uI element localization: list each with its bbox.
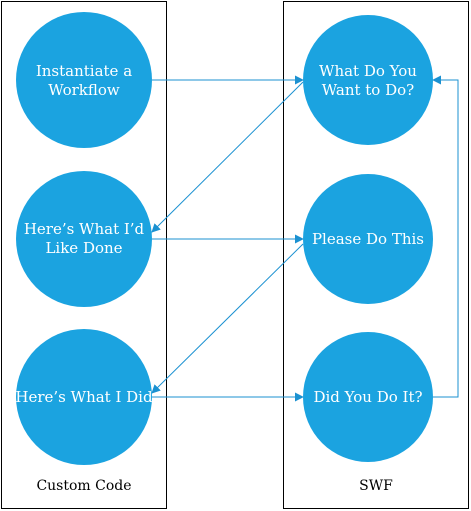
node-circle [303, 15, 433, 145]
node-label-line: Like Done [45, 239, 122, 257]
arrow-please-do-this-to-heres-what-i-did [151, 243, 304, 394]
node-did-you-do-it: Did You Do It? [303, 332, 433, 462]
swf-caption: SWF [359, 478, 393, 494]
node-label-line: Here’s What I Did [15, 388, 153, 406]
node-what-do-you-want: What Do You Want to Do? [303, 15, 433, 145]
flow-arrows [151, 75, 459, 402]
node-please-do-this: Please Do This [303, 174, 433, 304]
node-label-line: Workflow [48, 81, 120, 99]
node-circle [303, 332, 433, 462]
node-label-line: Instantiate a [36, 62, 132, 80]
node-circle [303, 174, 433, 304]
arrow-what-do-you-want-to-heres-what-id-like [151, 81, 304, 233]
node-heres-what-i-did: Here’s What I Did [15, 329, 153, 465]
node-instantiate-workflow: Instantiate a Workflow [16, 12, 152, 148]
custom-code-panel [1, 1, 167, 509]
node-circle [16, 329, 152, 465]
node-circle [16, 171, 152, 307]
node-label-line: Please Do This [312, 230, 424, 248]
node-label-line: Here’s What I’d [24, 220, 145, 238]
arrow-did-you-do-it-to-what-do-you-want [432, 75, 459, 398]
node-label-line: Did You Do It? [313, 388, 422, 406]
custom-code-caption: Custom Code [36, 478, 131, 494]
node-heres-what-id-like-done: Here’s What I’d Like Done [16, 171, 152, 307]
node-circle [16, 12, 152, 148]
node-label-line: What Do You [319, 62, 417, 80]
swf-panel [283, 1, 469, 509]
node-label-line: Want to Do? [322, 81, 414, 99]
